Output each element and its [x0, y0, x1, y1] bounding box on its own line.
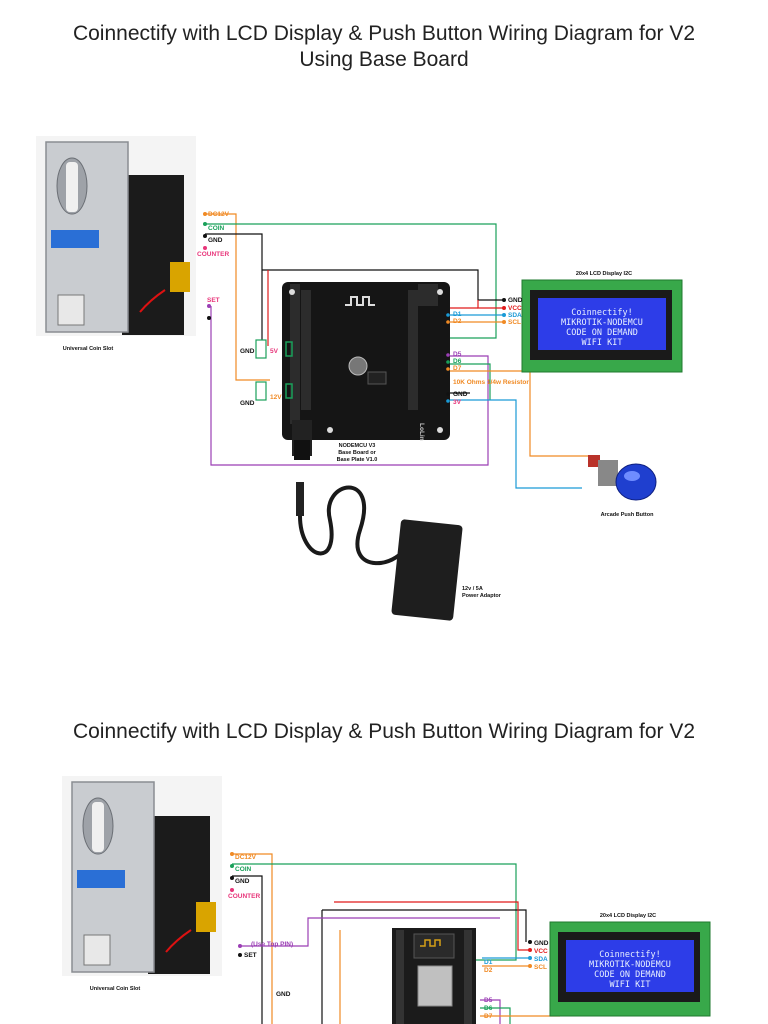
coin-slot-pins-top: DC12V COIN GND COUNTER SET	[197, 211, 230, 320]
board-left-pins: GND 5V GND 12V	[240, 339, 282, 407]
lcd-display-bottom: 20x4 LCD Display I2C Coinnectify! MIKROT…	[549, 913, 711, 1017]
board-pin-d5: D5	[453, 351, 462, 358]
coin-slot-pins-bottom: DC12V COIN GND COUNTER (Use Top PIN) SET	[228, 852, 293, 959]
board-caption: NODEMCU V3 Base Board or Base Plate V1.0	[337, 443, 378, 463]
use-top-pin-label: (Use Top PIN)	[251, 941, 293, 948]
wires-top	[205, 213, 590, 489]
lcd-line4-bottom: WIFI KIT	[610, 980, 651, 990]
pin-dc12v-top: DC12V	[208, 211, 230, 218]
nodemcu-pin-d5: D5	[484, 997, 493, 1004]
board-pin-d2: D2	[453, 318, 462, 325]
title-top-line1: Coinnectify with LCD Display & Push Butt…	[72, 22, 696, 45]
base-board	[282, 282, 450, 460]
pin-counter-bottom: COUNTER	[228, 893, 260, 900]
board-left-gnd2: GND	[240, 400, 255, 407]
lcd-caption-top: 20x4 LCD Display I2C	[576, 271, 632, 277]
nodemcu-pin-d7: D7	[484, 1013, 493, 1020]
lcd-pin-vcc-bottom: VCC	[534, 948, 548, 955]
lcd-line2-bottom: MIKROTIK-NODEMCU	[589, 960, 671, 970]
board-left-5v: 5V	[270, 348, 279, 355]
diagram-top: Universal Coin Slot DC12V COIN GND	[36, 136, 683, 621]
lcd-line4-top: WIFI KIT	[582, 338, 623, 348]
lcd-line1-top: Coinnectify!	[571, 308, 632, 318]
pin-dc12v-bottom: DC12V	[235, 854, 257, 861]
nodemcu-pin-d1: D1	[484, 959, 493, 966]
lcd-pin-sda-top: SDA	[508, 312, 522, 319]
board-caption-line3: Base Plate V1.0	[337, 457, 378, 463]
wires-bottom	[232, 853, 560, 1024]
nodemcu-board: D1 D2 D5 D6 D7	[392, 928, 493, 1024]
pin-gnd-top: GND	[208, 237, 223, 244]
board-pin-d6: D6	[453, 358, 462, 365]
nodemcu-pin-d2: D2	[484, 967, 493, 974]
lcd-pin-scl-bottom: SCL	[534, 964, 547, 971]
lcd-display-top: 20x4 LCD Display I2C Coinnectify! MIKROT…	[521, 271, 683, 373]
board-pin-d1: D1	[453, 311, 462, 318]
lcd-pin-gnd-bottom: GND	[534, 940, 549, 947]
lcd-pins-top: GND VCC SDA SCL	[502, 297, 523, 326]
title-top-line2: Using Base Board	[299, 48, 469, 71]
pin-coin-bottom: COIN	[235, 866, 252, 873]
lcd-caption-bottom: 20x4 LCD Display I2C	[600, 913, 656, 919]
board-left-12v: 12V	[270, 394, 282, 401]
adaptor-caption-line2: Power Adaptor	[462, 593, 502, 599]
board-left-gnd1: GND	[240, 348, 255, 355]
coin-slot-top	[36, 136, 196, 336]
nodemcu-pin-d6: D6	[484, 1005, 493, 1012]
pin-coin-top: COIN	[208, 225, 225, 232]
board-right-pins: D1 D2 D5 D6 D7 10K Ohms 1/4w Resistor GN…	[446, 311, 529, 406]
button-caption: Arcade Push Button	[601, 512, 655, 518]
board-caption-line2: Base Board or	[338, 450, 376, 456]
lcd-line3-bottom: CODE ON DEMAND	[594, 970, 666, 980]
lcd-pin-vcc-top: VCC	[508, 305, 522, 312]
power-adaptor: 12v / 5A Power Adaptor	[296, 482, 502, 621]
lcd-pin-sda-bottom: SDA	[534, 956, 548, 963]
resistor-label-top: 10K Ohms 1/4w Resistor	[453, 379, 529, 386]
lcd-pin-scl-top: SCL	[508, 319, 521, 326]
coin-slot-caption-top: Universal Coin Slot	[63, 346, 114, 352]
pin-set-top: SET	[207, 297, 220, 304]
arcade-push-button: Arcade Push Button	[588, 455, 657, 518]
board-pin-d7: D7	[453, 365, 462, 372]
pin-set-bottom: SET	[244, 952, 257, 959]
lcd-pins-bottom: GND VCC SDA SCL	[528, 940, 549, 971]
diagram-title-bottom: Coinnectify with LCD Display & Push Butt…	[72, 720, 696, 743]
coin-slot-caption-bottom: Universal Coin Slot	[90, 986, 141, 992]
lcd-line2-top: MIKROTIK-NODEMCU	[561, 318, 643, 328]
adaptor-caption-line1: 12v / 5A	[462, 586, 483, 592]
coin-slot-bottom	[62, 776, 222, 976]
board-pin-3v: 3V	[453, 399, 462, 406]
lcd-pin-gnd-top: GND	[508, 297, 523, 304]
board-caption-line1: NODEMCU V3	[339, 443, 376, 449]
pin-counter-top: COUNTER	[197, 251, 229, 258]
lcd-line3-top: CODE ON DEMAND	[566, 328, 638, 338]
bottom-gnd-label: GND	[276, 991, 291, 998]
board-silk-brand: LoLin	[418, 423, 425, 441]
lcd-line1-bottom: Coinnectify!	[599, 950, 660, 960]
diagram-bottom: Universal Coin Slot DC12V COIN GND COUNT	[62, 776, 711, 1024]
board-pin-gnd: GND	[453, 391, 468, 398]
diagram-title-top: Coinnectify with LCD Display & Push Butt…	[0, 21, 768, 73]
pin-gnd-bottom: GND	[235, 878, 250, 885]
